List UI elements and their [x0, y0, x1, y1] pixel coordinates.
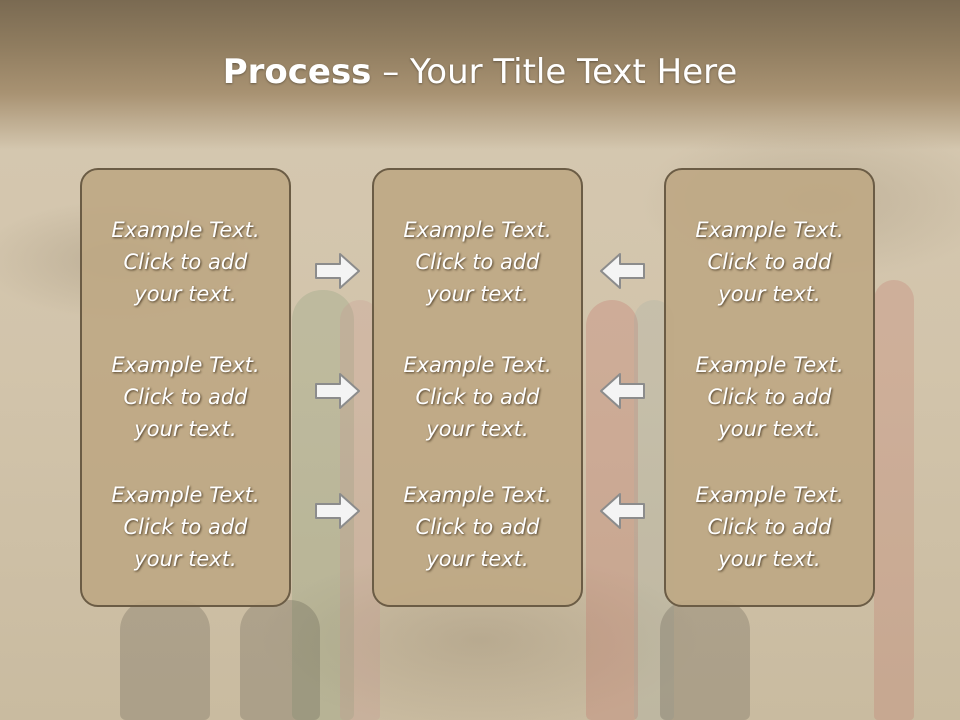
placeholder-line: your text. [426, 282, 529, 306]
placeholder-line: Example Text. [403, 353, 552, 377]
process-panel-right[interactable]: Example Text. Click to add your text. Ex… [664, 168, 875, 607]
left-arrow-icon[interactable] [598, 251, 646, 291]
placeholder-line: Example Text. [695, 483, 844, 507]
placeholder-line: Example Text. [403, 483, 552, 507]
placeholder-line: Click to add [707, 515, 832, 539]
left-arrow-icon[interactable] [598, 371, 646, 411]
text-placeholder[interactable]: Example Text. Click to add your text. [374, 349, 581, 445]
text-placeholder[interactable]: Example Text. Click to add your text. [666, 479, 873, 575]
text-placeholder[interactable]: Example Text. Click to add your text. [374, 214, 581, 310]
left-arrow-icon[interactable] [598, 491, 646, 531]
placeholder-line: your text. [718, 547, 821, 571]
background-figure [240, 600, 320, 720]
slide-title[interactable]: Process – Your Title Text Here [0, 52, 960, 92]
background-figure [120, 600, 210, 720]
text-placeholder[interactable]: Example Text. Click to add your text. [374, 479, 581, 575]
placeholder-line: Click to add [123, 250, 248, 274]
text-placeholder[interactable]: Example Text. Click to add your text. [666, 214, 873, 310]
placeholder-line: Example Text. [695, 218, 844, 242]
placeholder-line: your text. [134, 417, 237, 441]
title-rest: – Your Title Text Here [371, 52, 738, 92]
title-bar [0, 0, 960, 150]
placeholder-line: Click to add [415, 515, 540, 539]
placeholder-line: your text. [134, 282, 237, 306]
right-arrow-icon[interactable] [314, 371, 362, 411]
process-panel-left[interactable]: Example Text. Click to add your text. Ex… [80, 168, 291, 607]
placeholder-line: your text. [718, 282, 821, 306]
background-figure [660, 600, 750, 720]
placeholder-line: Example Text. [111, 483, 260, 507]
placeholder-line: Example Text. [403, 218, 552, 242]
placeholder-line: your text. [426, 547, 529, 571]
background-figure [874, 280, 914, 720]
placeholder-line: Click to add [415, 385, 540, 409]
text-placeholder[interactable]: Example Text. Click to add your text. [666, 349, 873, 445]
placeholder-line: Click to add [123, 515, 248, 539]
text-placeholder[interactable]: Example Text. Click to add your text. [82, 214, 289, 310]
right-arrow-icon[interactable] [314, 491, 362, 531]
process-panel-center[interactable]: Example Text. Click to add your text. Ex… [372, 168, 583, 607]
placeholder-line: your text. [426, 417, 529, 441]
right-arrow-icon[interactable] [314, 251, 362, 291]
placeholder-line: your text. [718, 417, 821, 441]
placeholder-line: Click to add [415, 250, 540, 274]
text-placeholder[interactable]: Example Text. Click to add your text. [82, 349, 289, 445]
placeholder-line: Click to add [707, 385, 832, 409]
title-bold: Process [222, 52, 372, 92]
text-placeholder[interactable]: Example Text. Click to add your text. [82, 479, 289, 575]
placeholder-line: your text. [134, 547, 237, 571]
placeholder-line: Example Text. [111, 353, 260, 377]
placeholder-line: Example Text. [695, 353, 844, 377]
placeholder-line: Click to add [707, 250, 832, 274]
placeholder-line: Example Text. [111, 218, 260, 242]
placeholder-line: Click to add [123, 385, 248, 409]
